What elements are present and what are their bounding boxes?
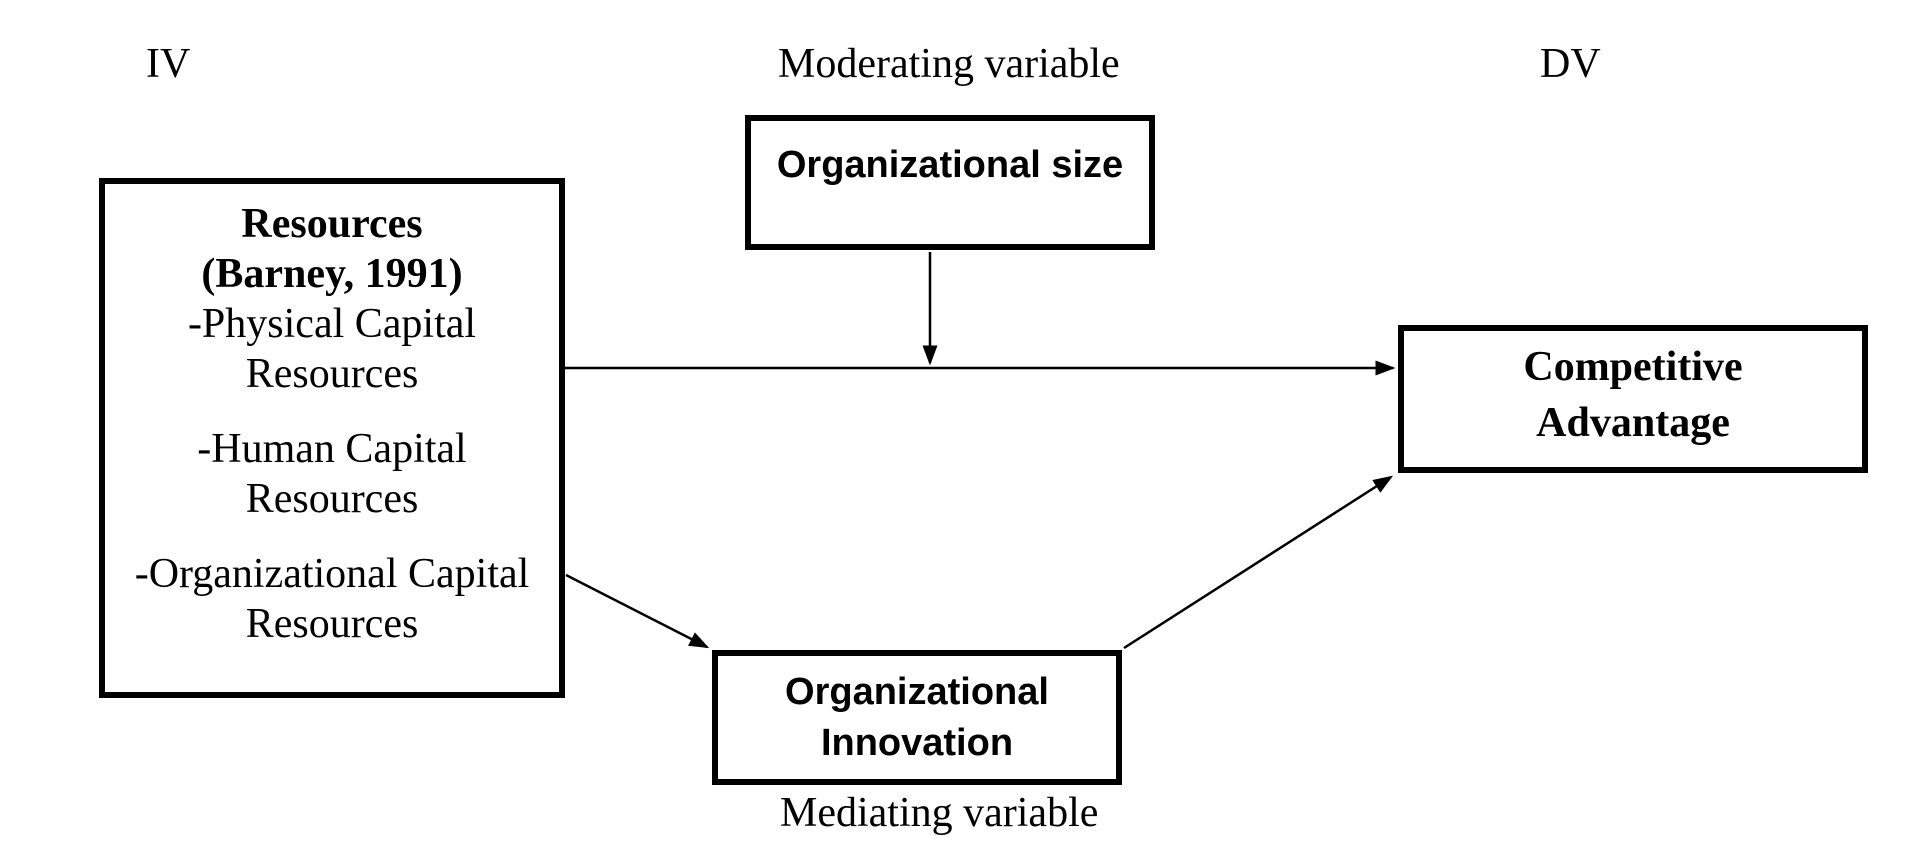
organizational-innovation-line2: Innovation (820, 721, 1014, 764)
resources-item-human-line1: -Human Capital (197, 426, 467, 472)
resources-item-human-line2: Resources (245, 476, 419, 522)
competitive-advantage-box: Competitive Advantage (1398, 325, 1868, 473)
organizational-size-box: Organizational size (745, 115, 1155, 250)
resources-box: Resources (Barney, 1991) -Physical Capit… (99, 178, 565, 698)
arrow-resources-to-innovation (565, 573, 710, 649)
resources-item-organizational-line1: -Organizational Capital (134, 551, 530, 597)
resources-item-physical: -Physical Capital Resources (105, 299, 559, 399)
organizational-innovation-box: Organizational Innovation (712, 650, 1122, 785)
arrow-innovation-to-competitive-advantage (1123, 475, 1394, 650)
competitive-advantage-line1: Competitive (1523, 344, 1743, 390)
organizational-innovation-line1: Organizational (785, 670, 1049, 713)
dv-label: DV (1540, 41, 1601, 87)
competitive-advantage-line2: Advantage (1536, 400, 1730, 446)
resources-box-title: Resources (241, 201, 423, 247)
organizational-size-label: Organizational size (776, 144, 1124, 186)
resources-item-physical-line1: -Physical Capital (187, 301, 477, 347)
iv-label: IV (146, 41, 191, 87)
resources-item-organizational: -Organizational Capital Resources (105, 549, 559, 649)
resources-item-human: -Human Capital Resources (105, 424, 559, 524)
mediating-variable-label: Mediating variable (780, 790, 1099, 836)
resources-item-organizational-line2: Resources (245, 601, 419, 647)
resources-item-physical-line2: Resources (245, 351, 419, 397)
resources-box-citation: (Barney, 1991) (201, 251, 463, 297)
moderating-variable-label: Moderating variable (778, 41, 1120, 87)
